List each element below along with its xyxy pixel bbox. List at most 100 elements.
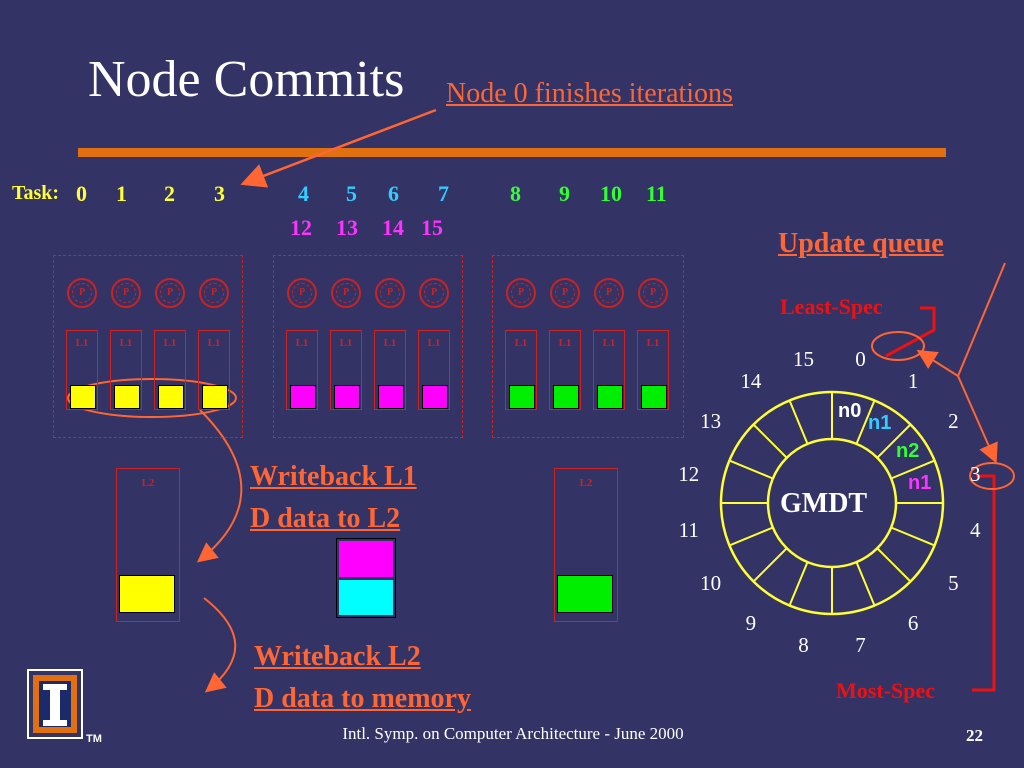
l1-cache: L1 <box>374 330 406 410</box>
ring-slot-number: 9 <box>745 611 757 636</box>
ring-slot-number: 10 <box>700 571 722 596</box>
ring-divider <box>752 547 788 583</box>
ring-divider <box>752 423 788 459</box>
ring-slot-number: 6 <box>907 611 919 636</box>
ring-slot-number: 12 <box>678 461 700 486</box>
l2-cache-left: L2 <box>116 468 180 622</box>
processor-node: P <box>155 278 185 308</box>
l1-label: L1 <box>514 337 528 349</box>
l2-yellow-data <box>119 575 175 613</box>
ring-divider <box>729 459 774 480</box>
task-number: 1 <box>116 181 127 206</box>
l1-label: L1 <box>383 337 397 349</box>
l1-cache: L1 <box>198 330 230 410</box>
ring-divider <box>855 561 876 606</box>
task-number: 11 <box>646 181 667 206</box>
ring-divider <box>729 526 774 547</box>
l1-data-block <box>422 385 448 409</box>
processor-node: P <box>287 278 317 308</box>
task-number: 15 <box>421 215 443 240</box>
l1-label: L1 <box>163 337 177 349</box>
l1-cache: L1 <box>505 330 537 410</box>
l1-data-block <box>290 385 316 409</box>
ring-slot-number: 4 <box>969 518 981 543</box>
l1-cache: L1 <box>66 330 98 410</box>
least-spec-ellipse <box>871 331 925 361</box>
l1-label: L1 <box>295 337 309 349</box>
ring-node-label: n2 <box>896 440 920 462</box>
l1-data-block <box>334 385 360 409</box>
ring-slot-number: 11 <box>678 518 699 543</box>
university-logo <box>27 669 83 739</box>
gmdt-label: GMDT <box>780 488 868 519</box>
processor-node: P <box>67 278 97 308</box>
ring-divider <box>788 400 809 445</box>
l1-label: L1 <box>119 337 133 349</box>
task-number: 9 <box>559 181 570 206</box>
l1-cache: L1 <box>593 330 625 410</box>
ring-divider <box>788 561 809 606</box>
ring-node-label: n0 <box>838 400 862 422</box>
l1-data-block <box>158 385 184 409</box>
l1-cache: L1 <box>154 330 186 410</box>
l1-data-block <box>553 385 579 409</box>
l1-data-block <box>114 385 140 409</box>
ring-node-label: n1 <box>908 472 932 494</box>
ring-slot-number: 8 <box>798 633 809 658</box>
ring-slot-number: 13 <box>700 408 722 433</box>
processor-node: P <box>419 278 449 308</box>
yellow-data-ellipse <box>67 378 237 418</box>
writeback-l1-note: Writeback L1 D data to L2 <box>250 461 417 534</box>
subtitle-arrow <box>240 108 437 188</box>
trademark-mark: TM <box>86 733 102 745</box>
ring-slot-number: 5 <box>948 571 959 596</box>
ring-slot-number: 3 <box>969 461 981 486</box>
processor-node: P <box>111 278 141 308</box>
task-number: 13 <box>336 215 358 240</box>
ring-node-label: n1 <box>868 412 892 434</box>
task-number: 7 <box>438 181 449 206</box>
update-queue-label: Update queue <box>778 228 944 259</box>
ring-divider <box>876 423 912 459</box>
task-number: 0 <box>76 181 87 206</box>
ring-divider <box>890 459 935 480</box>
processor-node: P <box>550 278 580 308</box>
l1-cache: L1 <box>110 330 142 410</box>
magenta-data <box>339 541 393 577</box>
l1-label: L1 <box>75 337 89 349</box>
l2-green-data <box>557 575 613 613</box>
least-spec-label: Least-Spec <box>780 294 883 319</box>
update-queue-arrow-right <box>957 375 998 464</box>
l1-data-block <box>70 385 96 409</box>
ring-divider <box>890 526 935 547</box>
ring-slot-number: 1 <box>907 368 919 393</box>
task-number: 6 <box>388 181 399 206</box>
task-number: 14 <box>382 215 404 240</box>
most-spec-bracket <box>972 474 996 692</box>
processor-cluster <box>273 255 463 438</box>
l1-cache: L1 <box>286 330 318 410</box>
processor-node: P <box>638 278 668 308</box>
processor-node: P <box>594 278 624 308</box>
update-queue-arrow-left <box>916 349 959 377</box>
cyan-data <box>339 580 393 615</box>
l1-label: L1 <box>339 337 353 349</box>
l1-cache: L1 <box>637 330 669 410</box>
task-number: 3 <box>214 181 225 206</box>
subtitle-annotation: Node 0 finishes iterations <box>446 78 733 109</box>
task-number: 12 <box>290 215 312 240</box>
processor-cluster <box>53 255 243 438</box>
footer-text: Intl. Symp. on Computer Architecture - J… <box>342 724 684 743</box>
l1-cache: L1 <box>330 330 362 410</box>
task-number: 4 <box>298 181 309 206</box>
transit-data-stack <box>336 538 396 618</box>
l1-label: L1 <box>427 337 441 349</box>
l1-data-block <box>378 385 404 409</box>
l1-cache: L1 <box>549 330 581 410</box>
task-number: 2 <box>164 181 175 206</box>
l2-label: L2 <box>141 477 155 489</box>
task-number: 8 <box>510 181 521 206</box>
ring-slot-number: 0 <box>855 346 866 371</box>
ring-divider <box>855 400 876 445</box>
